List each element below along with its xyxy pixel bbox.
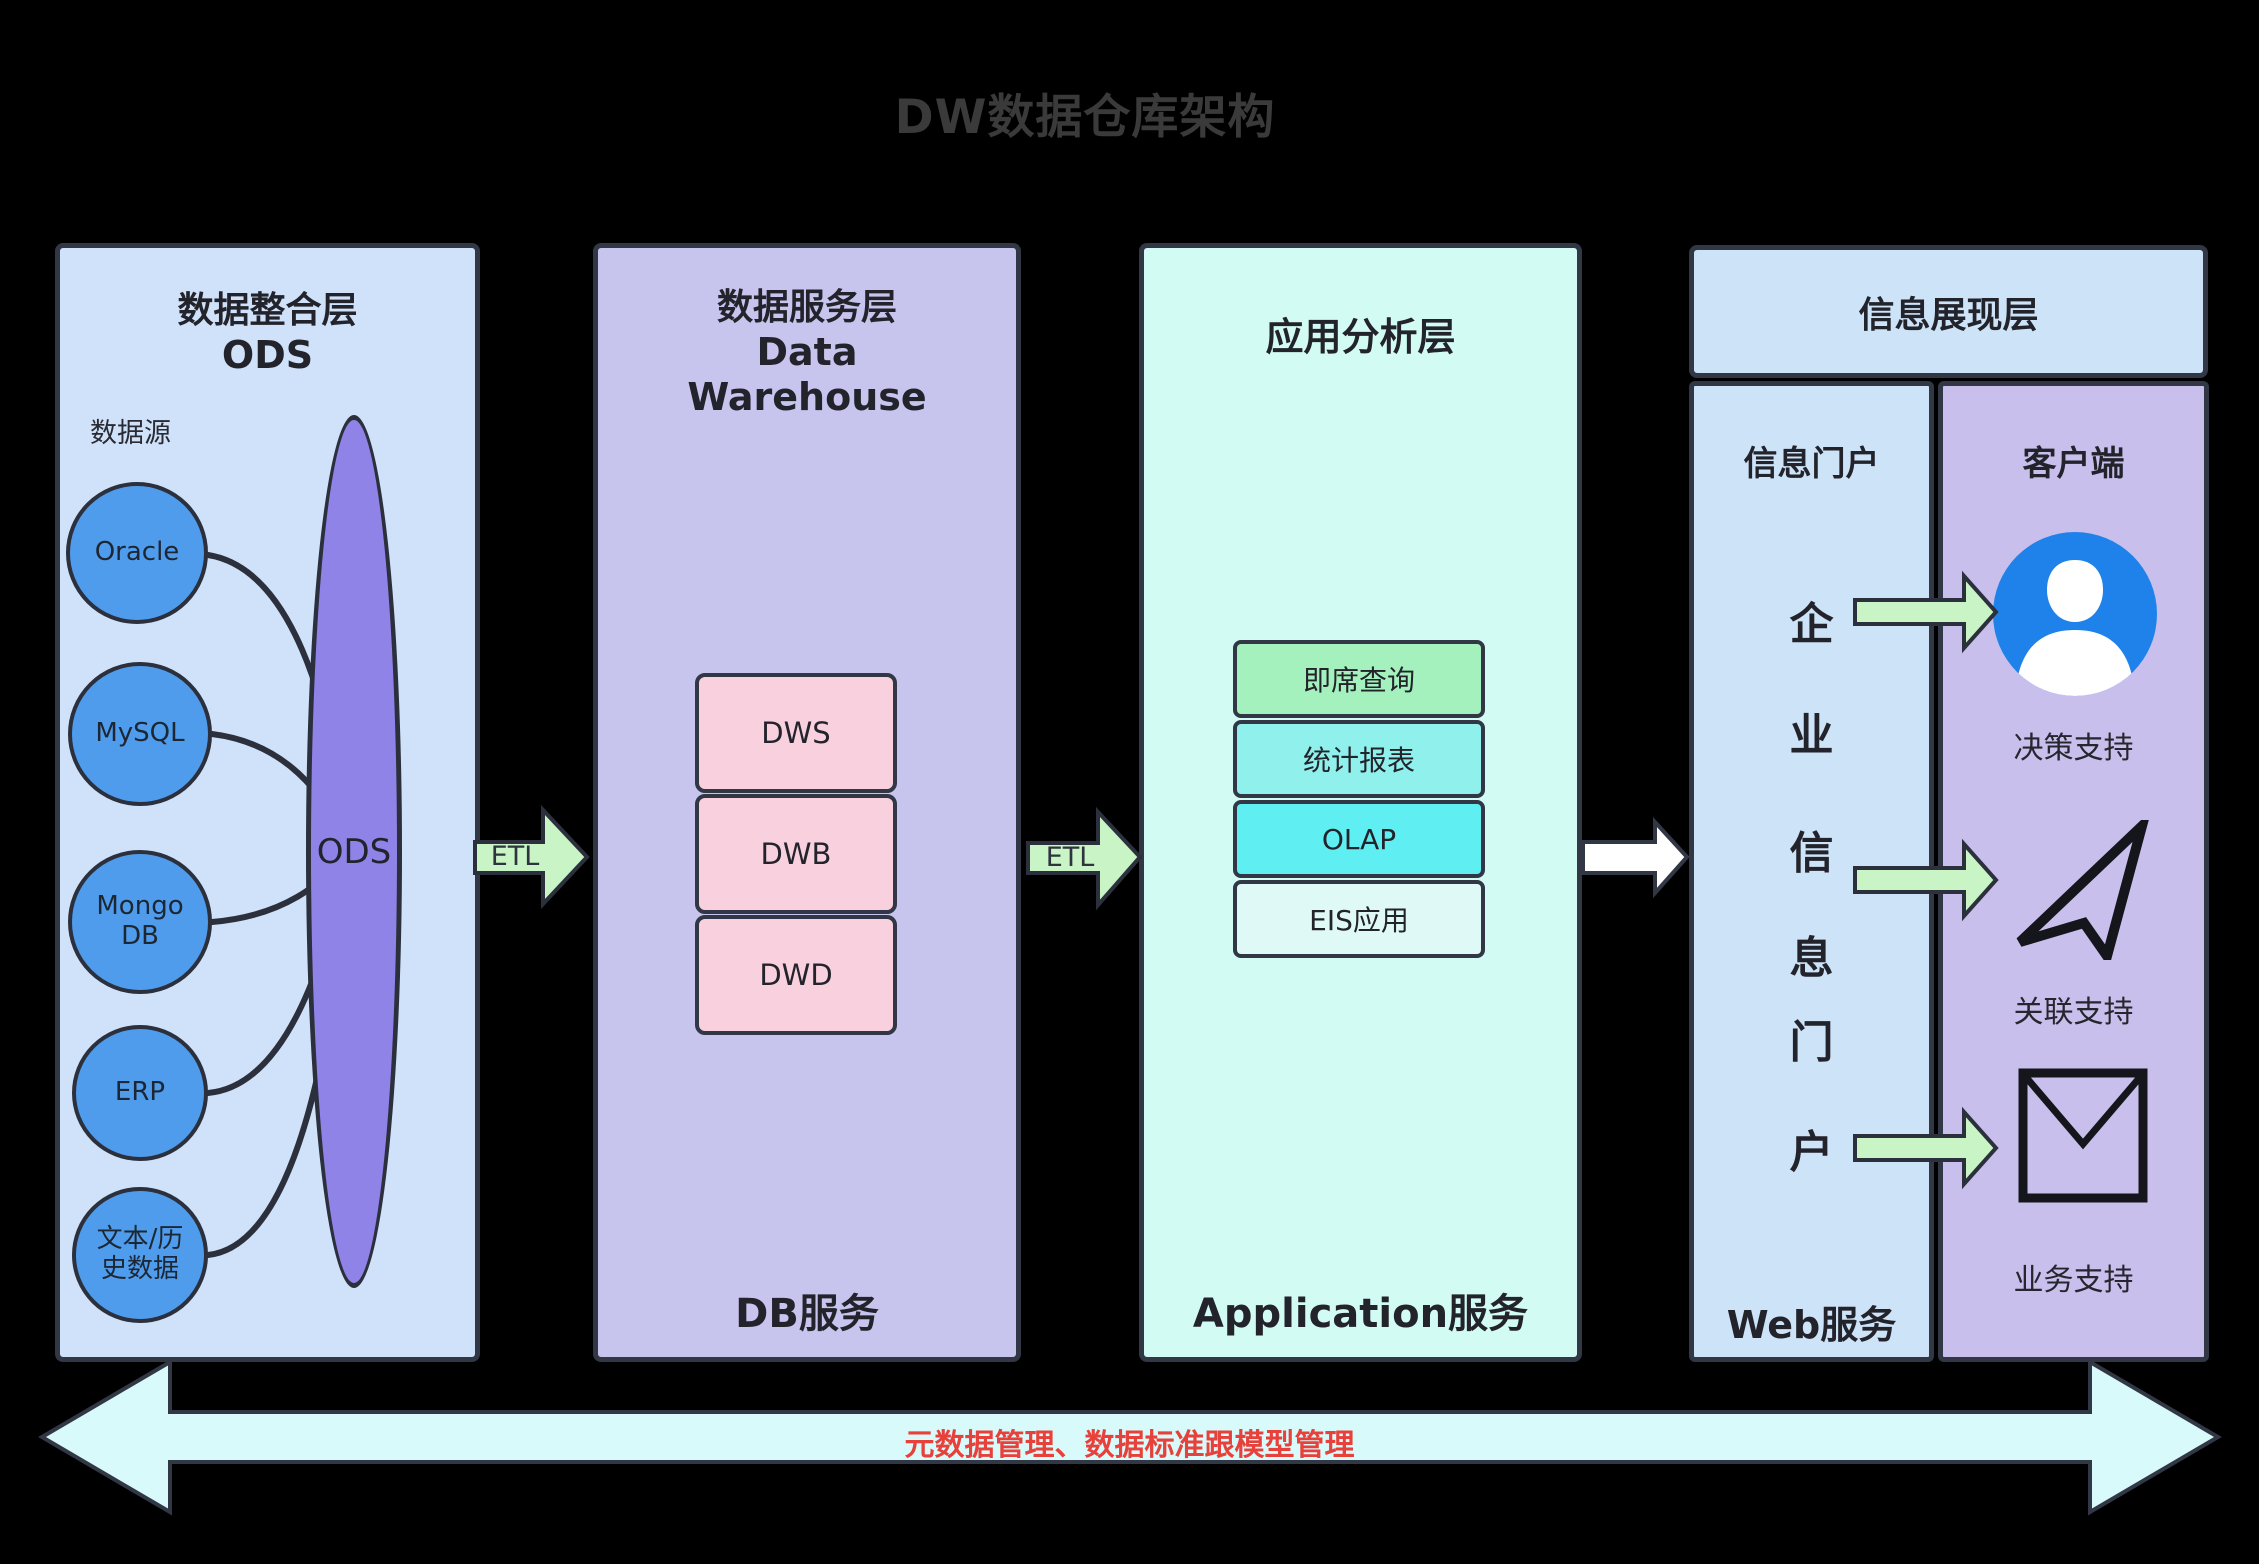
user-avatar-icon [1993, 532, 2157, 696]
portal-vertical-char: 企 [1789, 599, 1834, 650]
service-title-en1: Data [756, 330, 858, 374]
client-title: 客户端 [2022, 444, 2125, 484]
portal-title: 信息门户 [1743, 444, 1880, 484]
service-title-en2: Warehouse [687, 375, 927, 419]
datasource-label: 数据源 [90, 418, 171, 449]
source-circle-erp: ERP [72, 1025, 208, 1161]
service-footer: DB服务 [735, 1291, 879, 1337]
service-title-cn: 数据服务层 [716, 287, 897, 328]
ods-ellipse: ODS [306, 415, 402, 1288]
client-label-association-support: 关联支持 [2013, 995, 2134, 1030]
app-box-adhoc-query: 即席查询 [1233, 640, 1485, 718]
bottom-banner-text: 元数据管理、数据标准跟模型管理 [904, 1428, 1355, 1463]
source-circle-text-history: 文本/历史数据 [72, 1187, 208, 1323]
dw-box-dwb: DWB [695, 794, 897, 914]
dw-box-dwd: DWD [695, 915, 897, 1035]
navigation-arrow-shape [2016, 810, 2152, 968]
dw-box-dws: DWS [695, 673, 897, 793]
application-footer: Application服务 [1192, 1291, 1529, 1337]
portal-vertical-char: 户 [1789, 1127, 1834, 1178]
presentation-title: 信息展现层 [1858, 294, 2039, 336]
integration-title-cn: 数据整合层 [177, 290, 358, 331]
etl-label-1: ETL [490, 841, 540, 872]
client-label-decision-support: 决策支持 [2013, 731, 2134, 766]
navigation-arrow-svg [2016, 810, 2152, 968]
portal-footer: Web服务 [1726, 1303, 1897, 1347]
white-arrow-icon [1581, 816, 1690, 899]
envelope-icon [2018, 1068, 2148, 1203]
portal-panel: 信息门户 企 业 信 息 门 户 Web服务 [1689, 381, 1934, 1362]
app-box-eis: EIS应用 [1233, 880, 1485, 958]
app-box-statistical-report: 统计报表 [1233, 720, 1485, 798]
etl-label-2: ETL [1045, 842, 1095, 873]
portal-vertical-char: 信 [1789, 828, 1834, 879]
avatar-shoulders [2015, 630, 2135, 696]
source-circle-mongodb: Mongo DB [68, 850, 212, 994]
page-title: DW数据仓库架构 [894, 90, 1276, 145]
envelope-body [2018, 1068, 2148, 1203]
application-title: 应用分析层 [1265, 315, 1456, 359]
portal-vertical-char: 业 [1789, 710, 1834, 761]
application-header: 应用分析层 [1144, 315, 1577, 360]
app-box-olap: OLAP [1233, 800, 1485, 878]
portal-vertical-char: 息 [1789, 933, 1834, 984]
layer-application: 应用分析层 即席查询 统计报表 OLAP EIS应用 Application服务 [1139, 243, 1582, 1362]
source-circle-oracle: Oracle [66, 482, 208, 624]
client-label-business-support: 业务支持 [2013, 1263, 2134, 1298]
avatar-head [2047, 560, 2103, 622]
presentation-header-box: 信息展现层 [1689, 245, 2208, 378]
user-avatar-svg [1993, 532, 2157, 696]
service-header: 数据服务层 Data Warehouse [598, 285, 1016, 420]
envelope-flap [2022, 1073, 2144, 1150]
integration-title-en: ODS [221, 333, 314, 377]
integration-header: 数据整合层 ODS [60, 288, 475, 378]
ods-label: ODS [316, 831, 392, 872]
navigation-arrow-icon [2014, 810, 2152, 968]
portal-vertical-char: 门 [1789, 1017, 1834, 1068]
layer-service: 数据服务层 Data Warehouse DWS DWB DWD DB服务 [593, 243, 1021, 1362]
layer-integration: 数据整合层 ODS 数据源 Oracle MySQL Mongo DB ERP … [55, 243, 480, 1362]
client-panel: 客户端 决策支持 关联支持 [1938, 381, 2209, 1362]
source-circle-mysql: MySQL [68, 662, 212, 806]
envelope-svg [2018, 1068, 2148, 1203]
